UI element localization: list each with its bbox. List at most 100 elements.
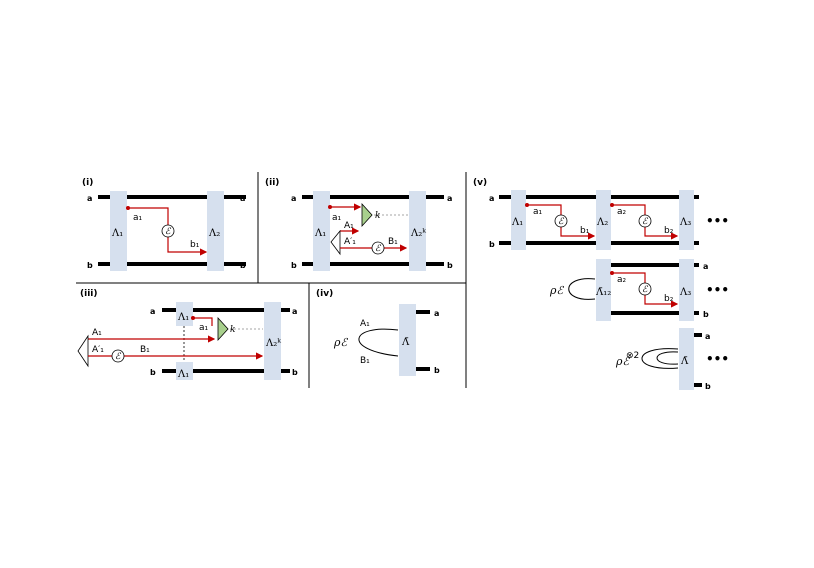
operator-lambda2	[207, 191, 224, 271]
k-label: k	[375, 211, 380, 221]
wire-b	[302, 262, 444, 266]
signal-b-label: b₁	[190, 240, 200, 250]
signal-A-label: A₁	[360, 319, 370, 329]
wire-b-label-right: b	[240, 261, 246, 270]
signal-a1-label: a₁	[533, 207, 543, 217]
wire-a-label-right: a	[447, 194, 452, 203]
operator-lambda2	[596, 190, 611, 250]
source-triangle	[77, 334, 89, 368]
operator-lambda-bar-label: Λ̄	[401, 337, 410, 348]
operator-lambda1-bottom-label: Λ₁	[177, 369, 189, 380]
signal-b2-label: b₂	[664, 226, 674, 236]
signal-b1-label: b₁	[580, 226, 590, 236]
wire-b-label: b	[705, 382, 711, 391]
ellipsis: •••	[706, 352, 729, 366]
panel-v-row2: a b Λ̄₁₂ Λ₃ ρℰ ℰ a₂ b₂ •••	[549, 259, 729, 321]
panel-iv: (iv) a b Λ̄ ρℰ A₁ B₁	[316, 289, 440, 376]
signal-a-path	[128, 207, 169, 226]
operator-lambda-bar-label: Λ̄	[680, 356, 689, 367]
wire-a	[98, 195, 246, 199]
signal-a2-label: a₂	[617, 207, 627, 217]
signal-B-label: B₁	[140, 345, 150, 355]
channel-label-1: ℰ	[558, 217, 565, 227]
wire-b-label: b	[434, 366, 440, 375]
channel-label-2: ℰ	[642, 217, 649, 227]
channel-label: ℰ	[375, 244, 382, 254]
ellipsis: •••	[706, 283, 729, 297]
wire-a	[414, 310, 430, 314]
wire-b	[162, 369, 290, 373]
rho-superscript: ⊗2	[626, 351, 639, 361]
panel-ii: (ii) a a b b Λ₁ Λ₂ᵏ k ℰ a₁ A₁ A′₁ B₁	[265, 178, 453, 271]
signal-a2-path	[612, 272, 646, 283]
wire-b	[694, 383, 702, 387]
operator-lambda2k-label: Λ₂ᵏ	[265, 338, 281, 349]
wire-a-label: a	[150, 307, 155, 316]
wire-b-label: b	[87, 261, 93, 270]
rho-label: ρℰ	[615, 355, 630, 368]
wire-b-label-right: b	[447, 261, 453, 270]
state-bracket-outer	[641, 348, 679, 369]
ellipsis: •••	[706, 214, 729, 228]
wire-a	[611, 263, 699, 267]
signal-b1-path	[560, 227, 596, 240]
measurement-triangle	[361, 202, 373, 228]
wire-b-label: b	[703, 310, 709, 319]
signal-a-label: a₁	[199, 323, 209, 333]
operator-lambda1-top-label: Λ₁	[177, 312, 189, 323]
wire-b	[611, 311, 699, 315]
operator-lambda2-label: Λ₂	[596, 217, 608, 228]
panel-ii-label: (ii)	[265, 178, 279, 188]
source-triangle	[330, 229, 341, 256]
panel-i: (i) a a b b Λ₁ Λ₂ ℰ a₁ b₁	[82, 178, 246, 271]
wire-b	[414, 367, 430, 371]
signal-b2-label: b₂	[664, 294, 674, 304]
operator-lambda1-label: Λ₁	[111, 228, 123, 239]
wire-b-label-right: b	[292, 368, 298, 377]
panel-i-label: (i)	[82, 178, 93, 188]
wire-a	[162, 308, 290, 312]
signal-A-label: A₁	[344, 221, 354, 231]
channel-label: ℰ	[115, 352, 122, 362]
operator-lambda1-top	[176, 302, 193, 326]
operator-lambda12-bar	[596, 259, 611, 321]
signal-a2-label: a₂	[617, 275, 627, 285]
channel-circle	[638, 282, 652, 296]
signal-b-path	[167, 236, 208, 256]
wire-b-label: b	[150, 368, 156, 377]
signal-Aprime-label: A′₁	[344, 237, 356, 247]
operator-lambda3	[679, 190, 694, 250]
operator-lambda1-label: Λ₁	[314, 228, 326, 239]
signal-b2-path	[644, 295, 679, 308]
measurement-triangle	[217, 316, 229, 342]
wire-b-label: b	[291, 261, 297, 270]
operator-lambda1-bottom	[176, 362, 193, 380]
state-bracket-inner	[656, 351, 679, 365]
operator-lambda-bar	[679, 328, 694, 390]
operator-lambda2k	[264, 302, 281, 380]
wire-a-label-right: a	[240, 194, 245, 203]
wire-a-label: a	[489, 194, 494, 203]
signal-a-label: a₁	[332, 213, 342, 223]
wire-a-label: a	[291, 194, 296, 203]
wire-b-label: b	[489, 240, 495, 249]
operator-lambda1	[511, 190, 526, 250]
channel-label: ℰ	[642, 285, 649, 295]
rho-label: ρℰ	[549, 284, 564, 297]
panel-iii-label: (iii)	[80, 289, 97, 299]
panel-iv-label: (iv)	[316, 289, 333, 299]
k-label: k	[230, 325, 235, 335]
signal-A-label: A₁	[92, 328, 102, 338]
operator-lambda1	[110, 191, 127, 271]
rho-label: ρℰ	[333, 336, 348, 349]
operator-lambda1-label: Λ₁	[511, 217, 523, 228]
panel-v-row1: a b Λ₁ Λ₂ Λ₃ ℰ a₁ b₁ ℰ a₂ b₂ •••	[489, 190, 729, 250]
operator-lambda2-label: Λ₂	[208, 228, 220, 239]
wire-b	[98, 262, 246, 266]
wire-a-label: a	[434, 309, 439, 318]
wire-a-label-right: a	[292, 307, 297, 316]
wire-a	[694, 333, 702, 337]
signal-a-label: a₁	[133, 213, 143, 223]
operator-lambda2k	[409, 191, 426, 271]
wire-a-label: a	[703, 262, 708, 271]
